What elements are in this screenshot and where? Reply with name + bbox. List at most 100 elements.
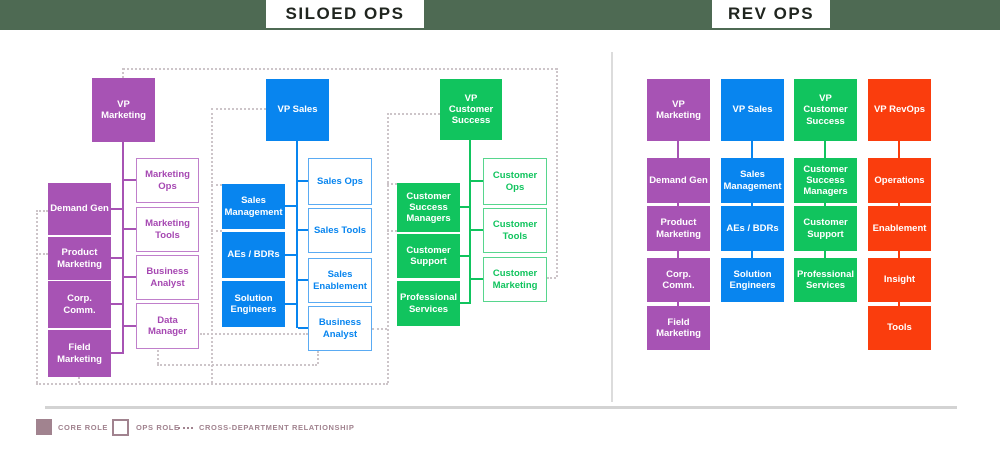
connector-line	[824, 251, 826, 258]
cross-dept-dotted-line	[556, 68, 558, 277]
siloed-title-chip: SILOED OPS	[266, 0, 424, 28]
core-role-swatch	[36, 419, 52, 435]
cross-dept-dotted-line	[211, 108, 266, 110]
siloed-cs-ops-box: Customer Ops	[483, 158, 547, 205]
revops-revops-box: Tools	[868, 306, 931, 350]
connector-line	[898, 141, 900, 158]
connector-line	[460, 255, 469, 257]
connector-line	[285, 254, 296, 256]
connector-line	[469, 140, 471, 304]
connector-line	[751, 141, 753, 158]
revops-marketing-box: Field Marketing	[647, 306, 710, 350]
connector-line	[751, 203, 753, 206]
connector-line	[471, 180, 483, 182]
connector-line	[677, 302, 679, 306]
siloed-cs-ops-box: Customer Tools	[483, 208, 547, 253]
connector-line	[898, 251, 900, 258]
revops-revops-box: Operations	[868, 158, 931, 203]
cross-dept-dotted-line	[211, 108, 213, 383]
revops-title-chip: REV OPS	[712, 0, 830, 28]
connector-line	[298, 229, 308, 231]
siloed-sales-ops-box: Sales Tools	[308, 208, 372, 253]
connector-line	[296, 141, 298, 328]
revops-cs-box: Customer Success Managers	[794, 158, 857, 203]
connector-line	[751, 251, 753, 258]
siloed-sales-vp-box: VP Sales	[266, 79, 329, 141]
connector-line	[111, 352, 122, 354]
footer-divider	[45, 406, 957, 409]
siloed-cs-core-box: Customer Success Managers	[397, 183, 460, 232]
siloed-marketing-vp-box: VP Marketing	[92, 78, 155, 142]
cross-dept-dotted-line	[547, 277, 556, 279]
connector-line	[677, 203, 679, 206]
revops-marketing-box: Demand Gen	[647, 158, 710, 203]
revops-cs-box: Professional Services	[794, 258, 857, 302]
connector-line	[898, 203, 900, 206]
siloed-sales-ops-box: Sales Ops	[308, 158, 372, 205]
revops-sales-vp-box: VP Sales	[721, 79, 784, 141]
siloed-sales-core-box: Sales Management	[222, 184, 285, 229]
siloed-marketing-core-box: Product Marketing	[48, 237, 111, 280]
connector-line	[298, 279, 308, 281]
siloed-sales-core-box: AEs / BDRs	[222, 232, 285, 278]
ops-role-swatch	[112, 419, 129, 436]
revops-sales-box: Sales Management	[721, 158, 784, 203]
cross-dept-dotted-line	[157, 364, 317, 366]
revops-marketing-box: Corp. Comm.	[647, 258, 710, 302]
cross-dept-dotted-line	[372, 328, 387, 330]
siloed-cs-core-box: Customer Support	[397, 234, 460, 278]
cross-dept-dotted-line	[317, 351, 319, 364]
connector-line	[298, 180, 308, 182]
connector-line	[124, 228, 136, 230]
rev-ops-title: REV OPS	[727, 4, 815, 23]
connector-line	[124, 179, 136, 181]
connector-line	[285, 303, 296, 305]
revops-marketing-vp-box: VP Marketing	[647, 79, 710, 141]
cross-dept-dotted-line	[78, 377, 80, 383]
cross-dept-dotted-line	[387, 113, 440, 115]
revops-revops-vp-box: VP RevOps	[868, 79, 931, 141]
siloed-marketing-ops-box: Business Analyst	[136, 255, 199, 300]
siloed-cs-core-box: Professional Services	[397, 281, 460, 326]
connector-line	[677, 251, 679, 258]
cross-dept-dotted-line	[387, 113, 389, 383]
cross-dept-dotted-line	[211, 230, 222, 232]
siloed-cs-ops-box: Customer Marketing	[483, 257, 547, 302]
cross-dept-dotted-line	[200, 333, 308, 335]
connector-line	[124, 325, 136, 327]
cross-dept-dotted-line	[36, 253, 48, 255]
core-role-label: CORE ROLE	[58, 423, 108, 432]
connector-line	[298, 327, 308, 329]
siloed-sales-core-box: Solution Engineers	[222, 281, 285, 327]
connector-line	[898, 302, 900, 306]
siloed-sales-ops-box: Business Analyst	[308, 306, 372, 351]
revops-cs-box: Customer Support	[794, 206, 857, 251]
connector-line	[460, 302, 469, 304]
connector-line	[677, 141, 679, 158]
header-banner	[0, 0, 1000, 30]
center-divider	[611, 52, 613, 402]
revops-cs-vp-box: VP Customer Success	[794, 79, 857, 141]
siloed-marketing-core-box: Field Marketing	[48, 330, 111, 377]
connector-line	[111, 303, 122, 305]
revops-revops-box: Enablement	[868, 206, 931, 251]
connector-line	[124, 276, 136, 278]
cross-dept-dotted-line	[36, 210, 48, 212]
revops-revops-box: Insight	[868, 258, 931, 302]
cross-dept-dotted-line	[211, 184, 222, 186]
connector-line	[824, 141, 826, 158]
cross-dept-dotted-line	[157, 350, 159, 364]
cross-dept-dotted-line	[36, 210, 38, 383]
siloed-marketing-core-box: Demand Gen	[48, 183, 111, 235]
connector-line	[824, 203, 826, 206]
cross-dept-dotted-line	[387, 183, 397, 185]
cross-dept-dotted-line	[36, 383, 388, 385]
cross-dept-label: CROSS-DEPARTMENT RELATIONSHIP	[199, 423, 355, 432]
siloed-marketing-core-box: Corp. Comm.	[48, 281, 111, 328]
revops-marketing-box: Product Marketing	[647, 206, 710, 251]
siloed-marketing-ops-box: Marketing Ops	[136, 158, 199, 203]
siloed-ops-title: SILOED OPS	[285, 4, 405, 23]
cross-dept-dotted-line	[122, 68, 124, 78]
cross-dept-swatch	[178, 427, 193, 429]
